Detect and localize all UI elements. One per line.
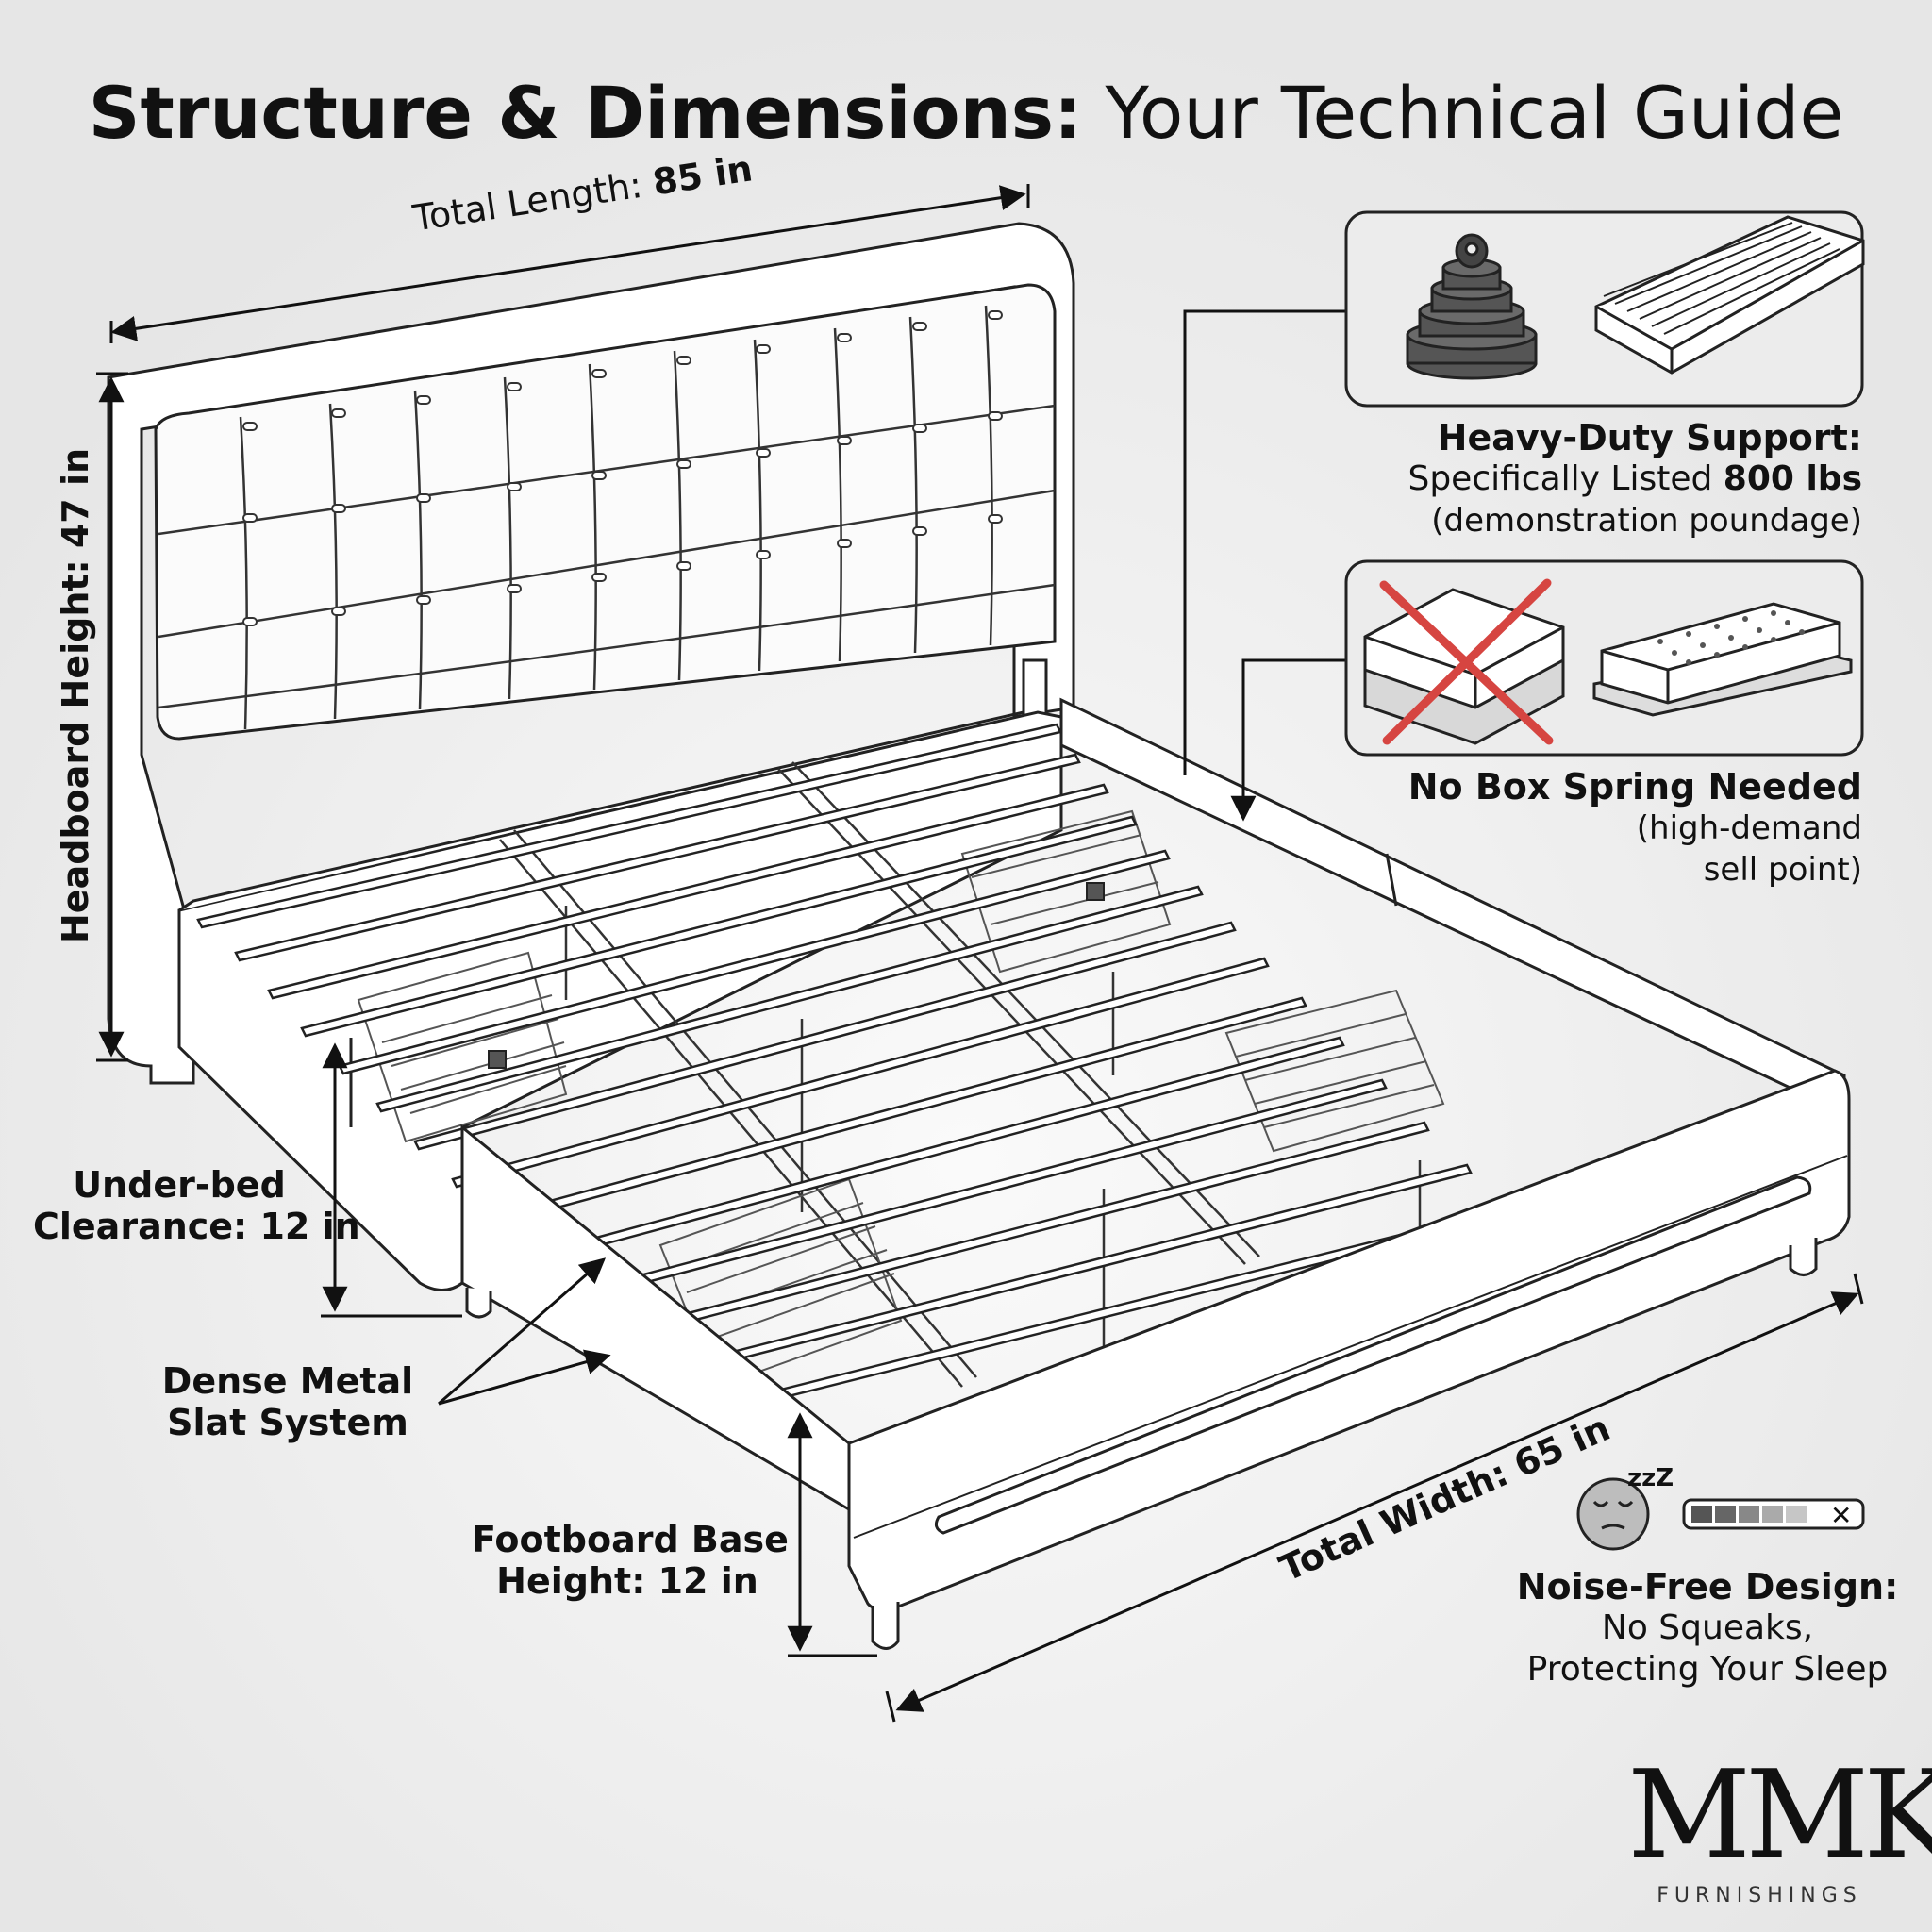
page-title: Structure & Dimensions: Your Technical G… [0, 66, 1932, 160]
support-weight-value: 800 lbs [1723, 459, 1862, 498]
title-bold: Structure & Dimensions: [88, 71, 1083, 155]
noise-free-text: Noise-Free Design: No Squeaks, Protectin… [1509, 1566, 1906, 1690]
headboard [107, 222, 1075, 1085]
support-panel [1344, 210, 1865, 408]
dimension-lines [96, 184, 1864, 1723]
cross-icon [1379, 578, 1554, 745]
slat-frame-icon [1594, 215, 1865, 375]
noise-meter-icon [1682, 1498, 1865, 1530]
headboard-height-value: 47 in [55, 447, 96, 549]
brand-subtitle: FURNISHINGS [1657, 1884, 1862, 1907]
mattress-on-slats-icon [1592, 602, 1853, 717]
slat-system-label: Dense Metal Slat System [161, 1360, 414, 1443]
clearance-label: Under-bed Clearance: 12 in [33, 1164, 360, 1247]
sleeping-face-icon [1576, 1477, 1650, 1551]
noise-free-title: Noise-Free Design: [1516, 1566, 1899, 1607]
box-spring-title: No Box Spring Needed [1407, 766, 1862, 808]
support-title: Heavy-Duty Support: [1437, 417, 1862, 458]
weight-icon [1406, 233, 1538, 380]
brand-logo: MMK [1627, 1745, 1932, 1886]
snore-icon: zzZ [1627, 1464, 1674, 1492]
support-text: Heavy-Duty Support: Specifically Listed … [1321, 417, 1862, 541]
box-spring-text: No Box Spring Needed (high-demand sell p… [1321, 766, 1862, 891]
box-spring-panel [1344, 559, 1864, 757]
mute-icon: ✕ [1830, 1500, 1853, 1531]
slat-deck [196, 723, 1515, 1415]
footboard-height-label: Footboard Base Height: 12 in [472, 1519, 789, 1602]
title-regular: Your Technical Guide [1105, 71, 1844, 155]
headboard-height-label: Headboard Height: 47 in [55, 447, 96, 943]
